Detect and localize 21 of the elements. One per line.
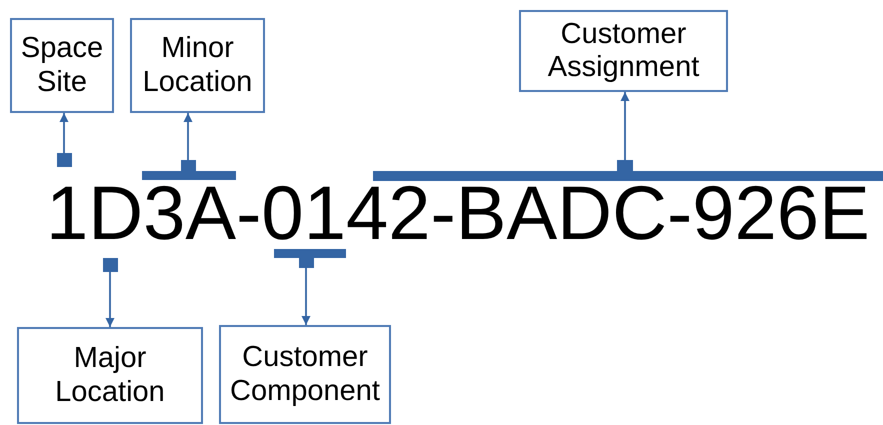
box-label: Customer Component [229, 341, 381, 408]
label-box [219, 325, 391, 424]
label-box [17, 327, 203, 424]
bracket-mark [373, 160, 883, 181]
bracket-mark [274, 249, 346, 268]
box-label: Customer Assignment [546, 18, 700, 84]
arrow [620, 92, 630, 160]
label-box [10, 18, 114, 113]
arrow [60, 113, 68, 153]
box-label: Minor Location [142, 32, 254, 99]
box-label: Major Location [54, 342, 166, 409]
box-label: Space Site [20, 32, 104, 99]
label-box [130, 18, 265, 113]
arrow [302, 268, 310, 325]
arrow [106, 272, 114, 327]
code-string: 1D3A-0142-BADC-926E [46, 176, 870, 252]
bracket-mark [57, 153, 72, 167]
arrow [184, 113, 192, 160]
label-box [519, 10, 728, 92]
bracket-mark [142, 160, 236, 180]
bracket-mark [103, 258, 118, 272]
